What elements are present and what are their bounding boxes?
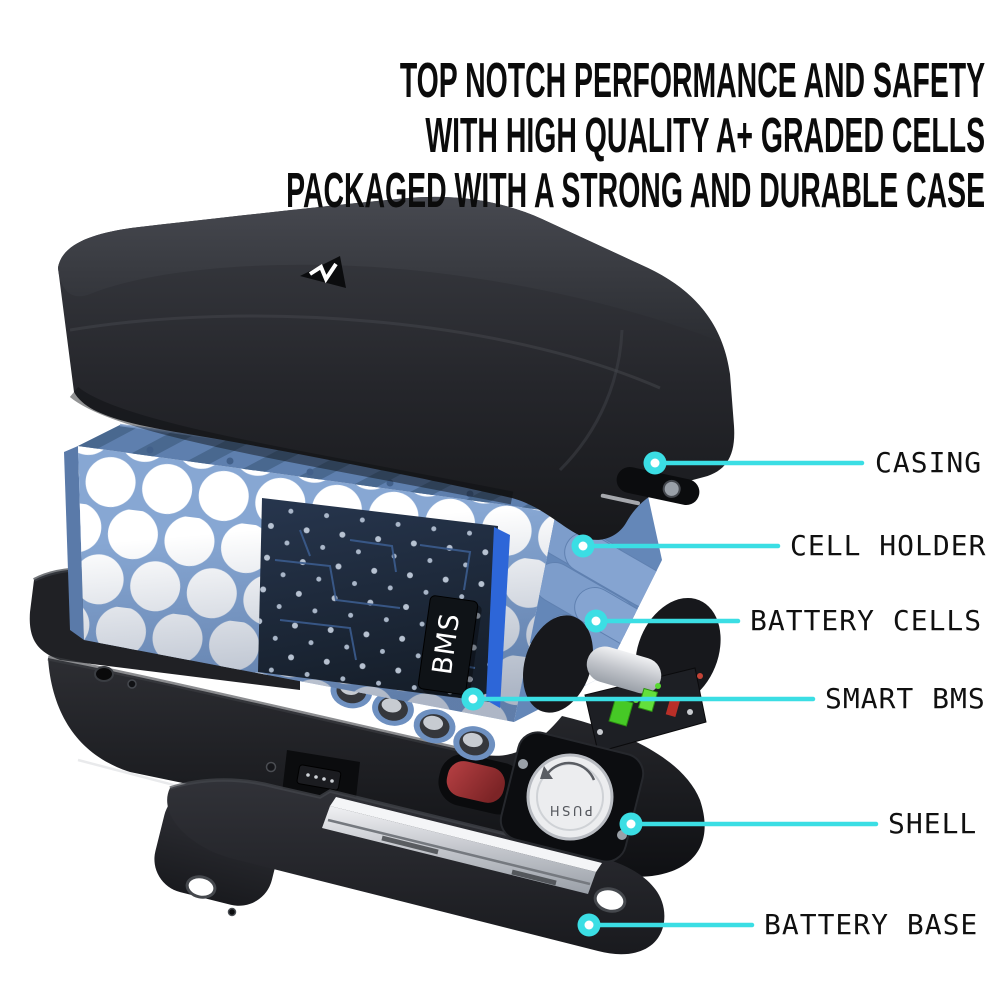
push-lock-dial: PUSH [499,731,645,863]
headline-line-1: TOP NOTCH PERFORMANCE AND SAFETY [399,54,985,108]
headline-line-3: PACKAGED WITH A STRONG AND DURABLE CASE [286,164,985,218]
callout-casing [643,451,865,475]
callout-label-casing: CASING [875,445,983,479]
callout-cell-holder [571,534,781,558]
battery-base-shape [154,778,665,955]
callout-battery-cells [584,609,741,633]
brand-logo-icon [300,256,346,288]
lock-mechanism: PUSH [499,597,721,863]
callout-smart-bms [461,687,816,711]
push-lock-label: PUSH [547,802,592,817]
callout-label-battery-base: BATTERY BASE [764,907,979,941]
headline-line-2: WITH HIGH QUALITY A+ GRADED CELLS [425,109,985,163]
callout-label-smart-bms: SMART BMS [825,681,986,715]
callout-battery-base [577,913,755,937]
callout-label-shell: SHELL [888,806,978,840]
charge-port [600,466,700,506]
casing-shape [58,196,735,540]
bms-board: BMS [258,498,510,708]
callout-label-cell-holder: CELL HOLDER [790,528,987,562]
callouts-layer [461,451,879,937]
callout-shell [619,812,879,836]
power-switch [438,754,525,815]
mount-rail [322,797,602,894]
callout-label-battery-cells: BATTERY CELLS [750,603,983,637]
headline: TOP NOTCH PERFORMANCE AND SAFETY WITH HI… [0,54,985,219]
bms-chip: BMS [417,595,482,699]
